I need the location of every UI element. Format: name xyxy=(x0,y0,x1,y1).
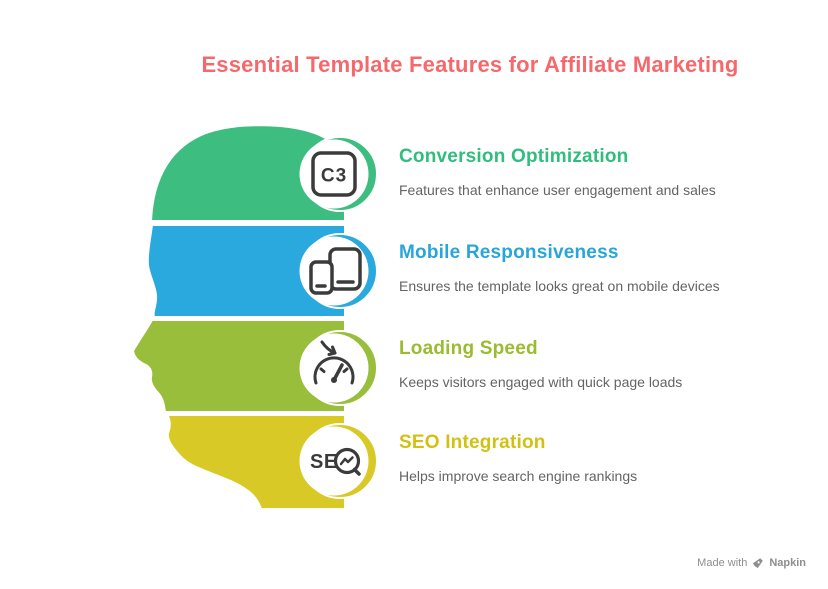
speedometer-arrow-icon xyxy=(313,340,355,385)
page-title: Essential Template Features for Affiliat… xyxy=(201,52,739,77)
seo-magnifier-icon: SE xyxy=(310,447,361,476)
napkin-pen-icon xyxy=(753,558,764,568)
band-loading-speed xyxy=(131,319,378,413)
feature-row-loading-speed: Loading Speed Keeps visitors engaged wit… xyxy=(399,337,799,391)
watermark-prefix: Made with xyxy=(697,557,748,569)
c3-rounded-square-icon: C3 xyxy=(311,151,357,197)
feature-title: SEO Integration xyxy=(399,432,546,453)
watermark-brand: Napkin xyxy=(769,557,806,569)
phone-tablet-icon xyxy=(309,247,362,295)
c3-icon-label: C3 xyxy=(321,166,347,187)
feature-row-seo-integration: SEO Integration Helps improve search eng… xyxy=(399,431,799,485)
feature-description: Features that enhance user engagement an… xyxy=(399,182,716,198)
feature-row-mobile-responsiveness: Mobile Responsiveness Ensures the templa… xyxy=(399,241,799,295)
feature-row-conversion-optimization: Conversion Optimization Features that en… xyxy=(399,145,799,199)
band-shape xyxy=(146,224,346,318)
icon-circle xyxy=(299,333,369,403)
band-mobile-responsiveness xyxy=(146,224,378,318)
feature-description: Ensures the template looks great on mobi… xyxy=(399,278,720,294)
band-shape xyxy=(164,414,346,510)
seo-icon-label: SE xyxy=(310,451,338,473)
feature-description: Helps improve search engine rankings xyxy=(399,468,638,484)
watermark: Made with Napkin xyxy=(697,556,806,570)
feature-description: Keeps visitors engaged with quick page l… xyxy=(399,374,683,390)
feature-title: Loading Speed xyxy=(399,338,538,359)
band-shape xyxy=(131,319,346,413)
icon-circle xyxy=(299,139,369,209)
band-conversion-optimization: C3 xyxy=(149,124,378,222)
band-seo-integration: SE xyxy=(164,414,378,510)
feature-title: Conversion Optimization xyxy=(399,146,629,167)
feature-title: Mobile Responsiveness xyxy=(399,242,619,263)
